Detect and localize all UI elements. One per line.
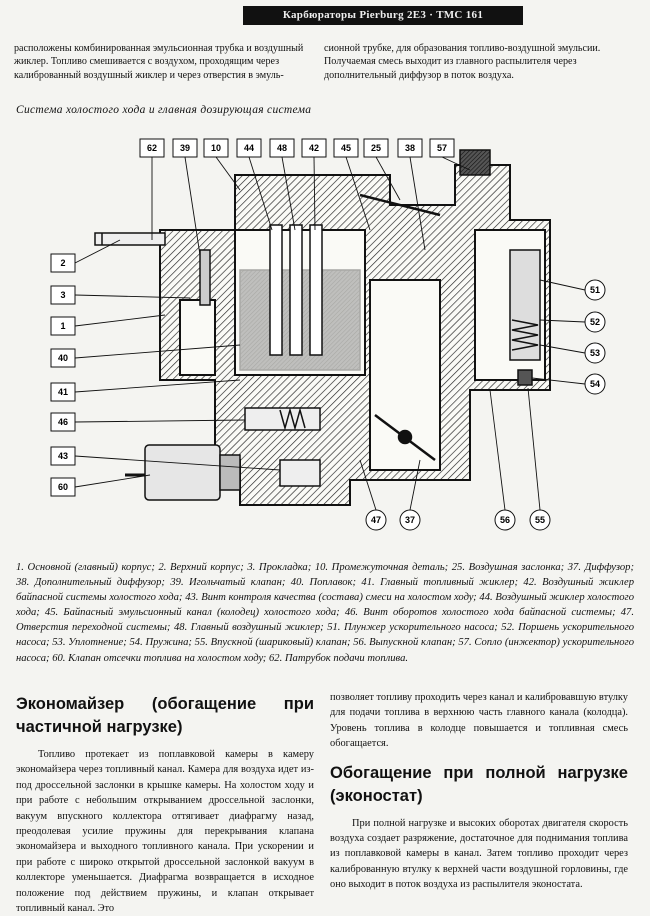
top-left-text-column: расположены комбинированная эмульсионная… (14, 42, 310, 82)
callout-60: 60 (58, 482, 68, 492)
callout-55: 55 (535, 515, 545, 525)
figure-legend: 1. Основной (главный) корпус; 2. Верхний… (16, 562, 634, 664)
callout-25: 25 (371, 143, 381, 153)
callouts-left: 2 3 1 40 41 46 43 60 (50, 253, 76, 497)
callouts-right: 51 52 53 54 (584, 279, 606, 395)
callout-47: 47 (371, 515, 381, 525)
carburetor-diagram: 62 39 10 44 48 42 45 25 38 57 2 3 1 40 4… (50, 138, 606, 531)
callouts-bottom: 47 37 56 55 (365, 509, 551, 531)
callout-2: 2 (60, 258, 65, 268)
economizer-continuation: позволяет топливу проходить через канал … (330, 692, 628, 750)
right-text-column: позволяет топливу проходить через канал … (330, 690, 628, 893)
econostat-heading: Обогащение при полной нагрузке (эконоста… (330, 763, 628, 805)
callout-53: 53 (590, 348, 600, 358)
economizer-paragraph: Топливо протекает из поплавковой камеры … (16, 749, 314, 915)
callout-42: 42 (309, 143, 319, 153)
callouts-top: 62 39 10 44 48 42 45 25 38 57 (139, 138, 455, 158)
callout-1: 1 (60, 321, 65, 331)
top-right-paragraph: сионной трубке, для образования топливо-… (324, 43, 601, 81)
callout-43: 43 (58, 451, 68, 461)
callout-52: 52 (590, 317, 600, 327)
callout-54: 54 (590, 379, 600, 389)
running-header: Карбюраторы Pierburg 2E3 · ТМС 161 (243, 6, 523, 25)
float-chamber (199, 224, 361, 371)
callout-10: 10 (211, 143, 221, 153)
economizer-heading: Экономайзер (обогащение при частичной на… (16, 695, 314, 736)
cutoff-solenoid (125, 444, 241, 501)
callout-48: 48 (277, 143, 287, 153)
left-text-column: Экономайзер (обогащение при частичной на… (16, 693, 314, 916)
callout-39: 39 (180, 143, 190, 153)
callout-38: 38 (405, 143, 415, 153)
callout-3: 3 (60, 290, 65, 300)
top-left-paragraph: расположены комбинированная эмульсионная… (14, 43, 304, 81)
leader-lines (74, 156, 586, 511)
callout-40: 40 (58, 353, 68, 363)
accelerator-pump (459, 149, 541, 386)
callout-57: 57 (437, 143, 447, 153)
figure-caption: Система холостого хода и главная дозирую… (16, 104, 312, 116)
econostat-paragraph: При полной нагрузке и высоких оборотах д… (330, 817, 628, 891)
air-damper (359, 193, 441, 461)
callout-56: 56 (500, 515, 510, 525)
callout-44: 44 (244, 143, 254, 153)
callout-51: 51 (590, 285, 600, 295)
top-right-text-column: сионной трубке, для образования топливо-… (324, 42, 624, 82)
callout-46: 46 (58, 417, 68, 427)
callout-45: 45 (341, 143, 351, 153)
idle-screws (244, 407, 321, 487)
callout-37: 37 (405, 515, 415, 525)
callout-62: 62 (147, 143, 157, 153)
fuel-inlet-pipe (94, 232, 166, 246)
callout-41: 41 (58, 387, 68, 397)
